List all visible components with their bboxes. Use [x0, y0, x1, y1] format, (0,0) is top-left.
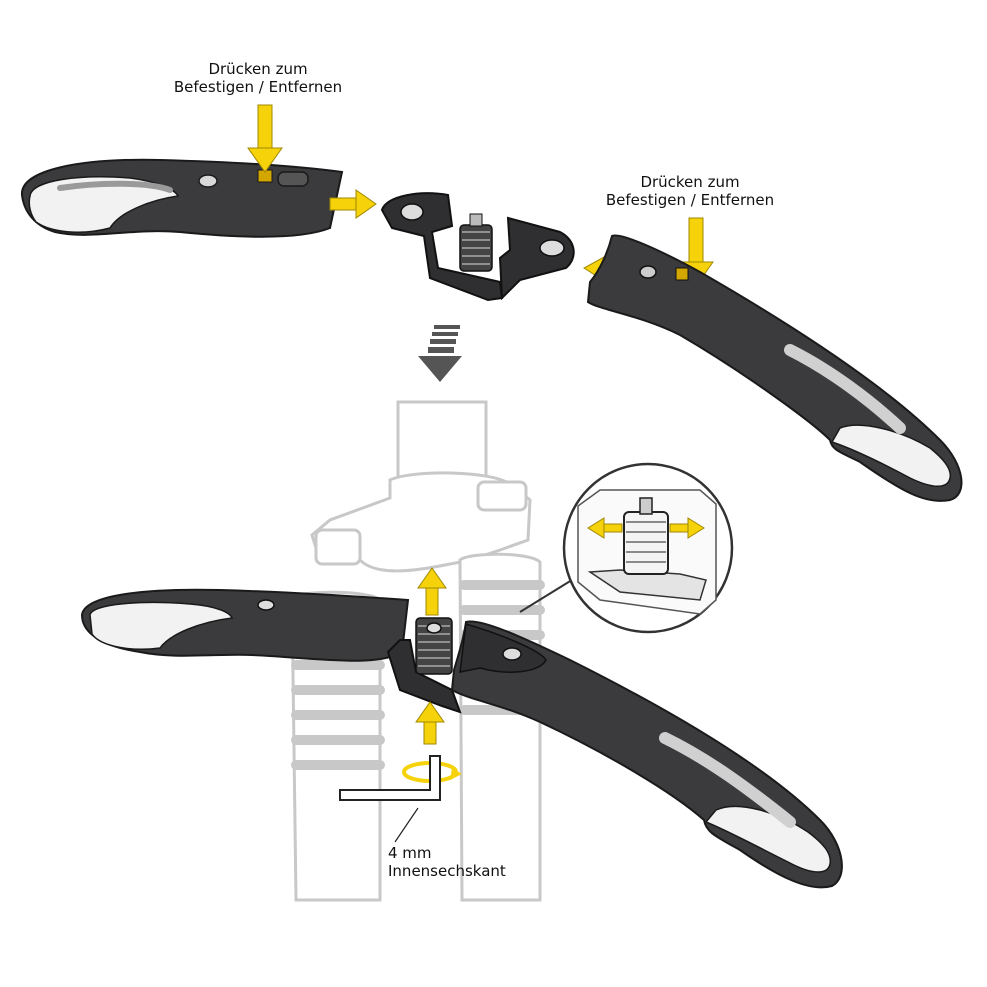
arrow-to-bracket-right — [329, 189, 377, 219]
detail-callout — [519, 462, 734, 634]
press-label-top-left-line2: Befestigen / Entfernen — [173, 78, 343, 96]
press-label-top-right-line2: Befestigen / Entfernen — [605, 191, 775, 209]
push-arrow-top-left — [247, 104, 283, 173]
assembled-rear-fender — [450, 620, 843, 889]
assembled-bracket — [386, 617, 462, 714]
hex-key-icon — [339, 755, 441, 801]
front-fender-piece — [20, 158, 344, 238]
up-arrow-lower — [415, 701, 445, 745]
rear-fender-piece — [586, 234, 963, 502]
assembled-front-fender — [80, 588, 410, 662]
mounting-bracket — [380, 192, 575, 302]
press-label-top-left: Drücken zum Befestigen / Entfernen — [168, 60, 348, 96]
tool-label: 4 mm Innensechskant — [388, 844, 528, 880]
tool-label-leader — [394, 807, 419, 843]
press-label-top-right: Drücken zum Befestigen / Entfernen — [600, 173, 780, 209]
press-label-top-right-line1: Drücken zum — [640, 173, 740, 191]
tool-label-line1: 4 mm — [388, 844, 432, 862]
step-down-arrow — [418, 325, 462, 382]
tool-label-line2: Innensechskant — [388, 862, 506, 880]
press-label-top-left-line1: Drücken zum — [208, 60, 308, 78]
up-arrow-upper — [417, 567, 447, 616]
